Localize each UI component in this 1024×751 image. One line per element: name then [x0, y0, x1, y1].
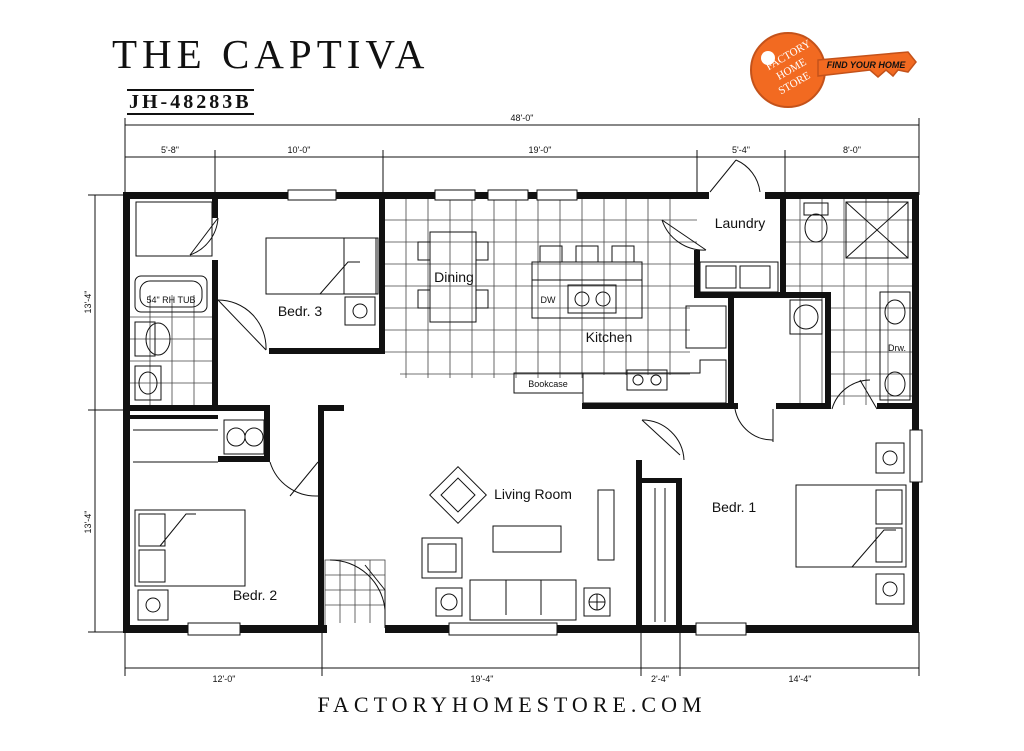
model-number: JH-48283B	[127, 89, 254, 115]
kitchen-island	[531, 245, 643, 319]
bedr2-furniture	[133, 429, 246, 621]
dimension-lines	[88, 118, 920, 676]
dim-bottom-1: 12'-0"	[213, 674, 236, 684]
dim-top-5: 8'-0"	[843, 145, 861, 155]
bedr3-furniture	[265, 237, 379, 326]
room-dining: Dining	[434, 269, 474, 285]
door-swings	[189, 159, 878, 628]
hall-closets	[135, 201, 265, 455]
key-icon	[750, 32, 917, 108]
kitchen-counters	[513, 305, 727, 404]
dining-set	[417, 231, 489, 323]
interior-walls	[128, 198, 915, 628]
hall-bath-tile	[128, 295, 215, 405]
back-door-gap	[709, 190, 765, 200]
factory-home-store-logo: FACTORY HOME STORE FIND YOUR HOME	[750, 32, 917, 108]
dim-top-4: 5'-4"	[732, 145, 750, 155]
dim-bottom-2: 19'-4"	[471, 674, 494, 684]
hall-bath-fixtures	[134, 275, 208, 401]
kitchen-dining-tile	[384, 198, 697, 378]
plan-title: THE CAPTIVA	[112, 31, 430, 77]
room-bedr2: Bedr. 2	[233, 587, 278, 603]
bedr1-furniture	[654, 442, 907, 622]
entry-tile	[324, 559, 386, 629]
room-bedr1: Bedr. 1	[712, 499, 757, 515]
laundry-appliances	[699, 261, 779, 293]
room-kitchen: Kitchen	[586, 329, 633, 345]
room-laundry: Laundry	[715, 215, 766, 231]
dim-bottom-3: 2'-4"	[651, 674, 669, 684]
living-furniture	[421, 466, 615, 621]
dim-left-1: 13'-4"	[83, 291, 93, 314]
tub-label: 54" RH TUB	[146, 295, 195, 305]
master-bath-fixtures	[789, 201, 911, 401]
dim-bottom-4: 14'-4"	[789, 674, 812, 684]
dim-left-2: 13'-4"	[83, 511, 93, 534]
dishwasher-label: DW	[541, 295, 556, 305]
room-living: Living Room	[494, 486, 572, 502]
front-door-gap	[327, 623, 385, 635]
dryer-label: Drw.	[888, 343, 906, 353]
room-bedr3: Bedr. 3	[278, 303, 323, 319]
master-bath-tile	[785, 198, 915, 405]
dim-top-1: 5'-8"	[161, 145, 179, 155]
dim-top-2: 10'-0"	[288, 145, 311, 155]
website-footer: FACTORYHOMESTORE.COM	[317, 692, 707, 717]
logo-tagline: FIND YOUR HOME	[827, 60, 907, 70]
dim-overall-width: 48'-0"	[511, 113, 534, 123]
windows	[187, 189, 923, 636]
bookcase-label: Bookcase	[528, 379, 568, 389]
dim-top-3: 19'-0"	[529, 145, 552, 155]
